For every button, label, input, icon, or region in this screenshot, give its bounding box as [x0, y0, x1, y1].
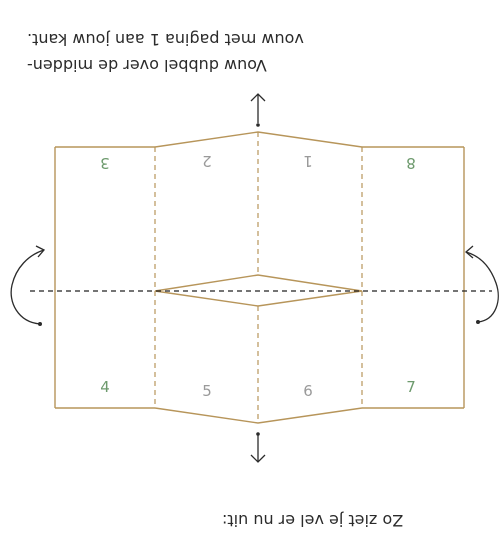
- instruction-line-2: vouw met pagina 1 aan jouw kant.: [27, 30, 304, 49]
- page-number-3: 3: [100, 154, 110, 172]
- instruction-line-1: Vouw dubbel over de midden-: [27, 56, 267, 75]
- arrow-down-icon: [250, 432, 266, 463]
- page-number-6: 6: [303, 382, 313, 400]
- page-number-1: 1: [303, 152, 313, 170]
- page-number-5: 5: [202, 382, 212, 400]
- instruction-bottom: Zo ziet je vel er nu uit:: [222, 511, 403, 530]
- top-page-numbers: 3 2 1 8: [100, 152, 416, 172]
- page-number-8: 8: [406, 154, 416, 172]
- vertical-arrows: [250, 93, 266, 463]
- curved-arrow-left-icon: [10, 245, 46, 326]
- bottom-instruction: Zo ziet je vel er nu uit:: [222, 511, 403, 530]
- curved-arrows: [10, 245, 499, 326]
- page-number-2: 2: [202, 152, 212, 170]
- outline-bottom-peak: [154, 407, 363, 424]
- vertical-folds: [154, 132, 363, 423]
- page-number-7: 7: [406, 378, 416, 396]
- page-number-4: 4: [100, 378, 110, 396]
- top-instructions: Vouw dubbel over de midden- vouw met pag…: [27, 30, 304, 75]
- bottom-page-numbers: 4 5 6 7: [100, 378, 416, 400]
- arrow-up-icon: [250, 93, 266, 127]
- curved-arrow-right-icon: [465, 245, 499, 324]
- sheet-outline: [54, 131, 465, 424]
